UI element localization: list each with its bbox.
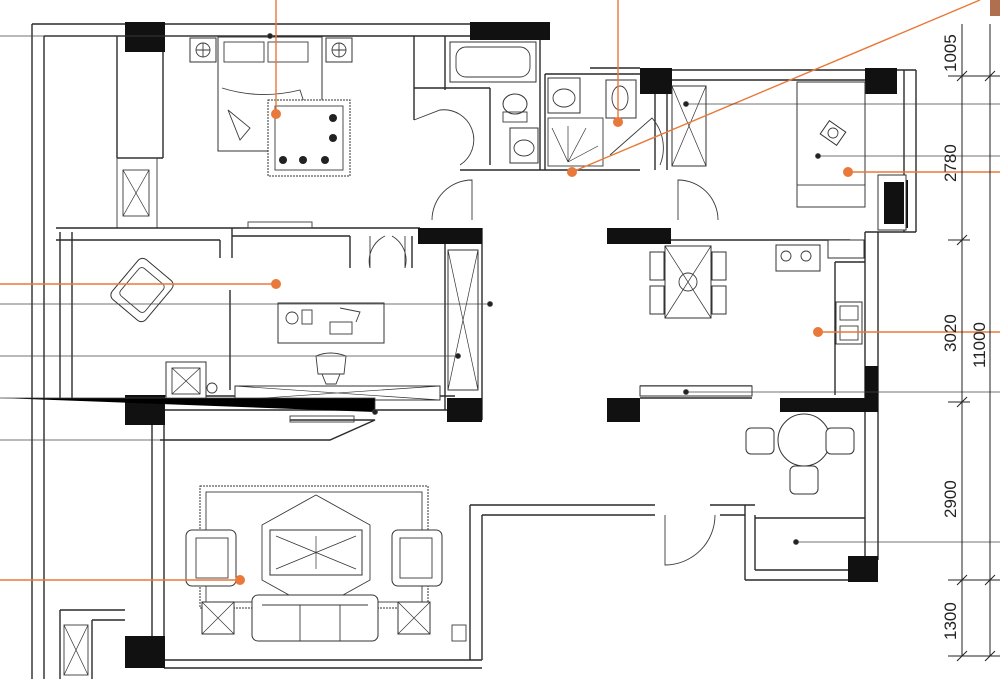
dining-table-set <box>745 413 855 495</box>
bathroom-fixtures <box>449 41 707 167</box>
dimension-label-2900: 2900 <box>941 480 960 518</box>
doors <box>368 109 719 566</box>
dimension-label-1300: 1300 <box>941 602 960 640</box>
dimension-label-1005: 1005 <box>941 34 960 72</box>
dimension-label-total: 11000 <box>970 322 989 368</box>
bedroom-furniture <box>189 36 353 177</box>
dimension-label-3020: 3020 <box>941 314 960 352</box>
corner-accent <box>990 0 1000 16</box>
annotation-leaders <box>0 0 1000 581</box>
structural-columns <box>125 22 897 668</box>
annotation-markers <box>235 109 853 585</box>
dimension-bar <box>948 24 1000 662</box>
dimension-label-2780: 2780 <box>941 144 960 182</box>
living-furniture <box>185 485 443 642</box>
kitchen-furniture <box>639 81 908 397</box>
reference-lines <box>0 33 1000 545</box>
study-furniture <box>110 221 479 423</box>
